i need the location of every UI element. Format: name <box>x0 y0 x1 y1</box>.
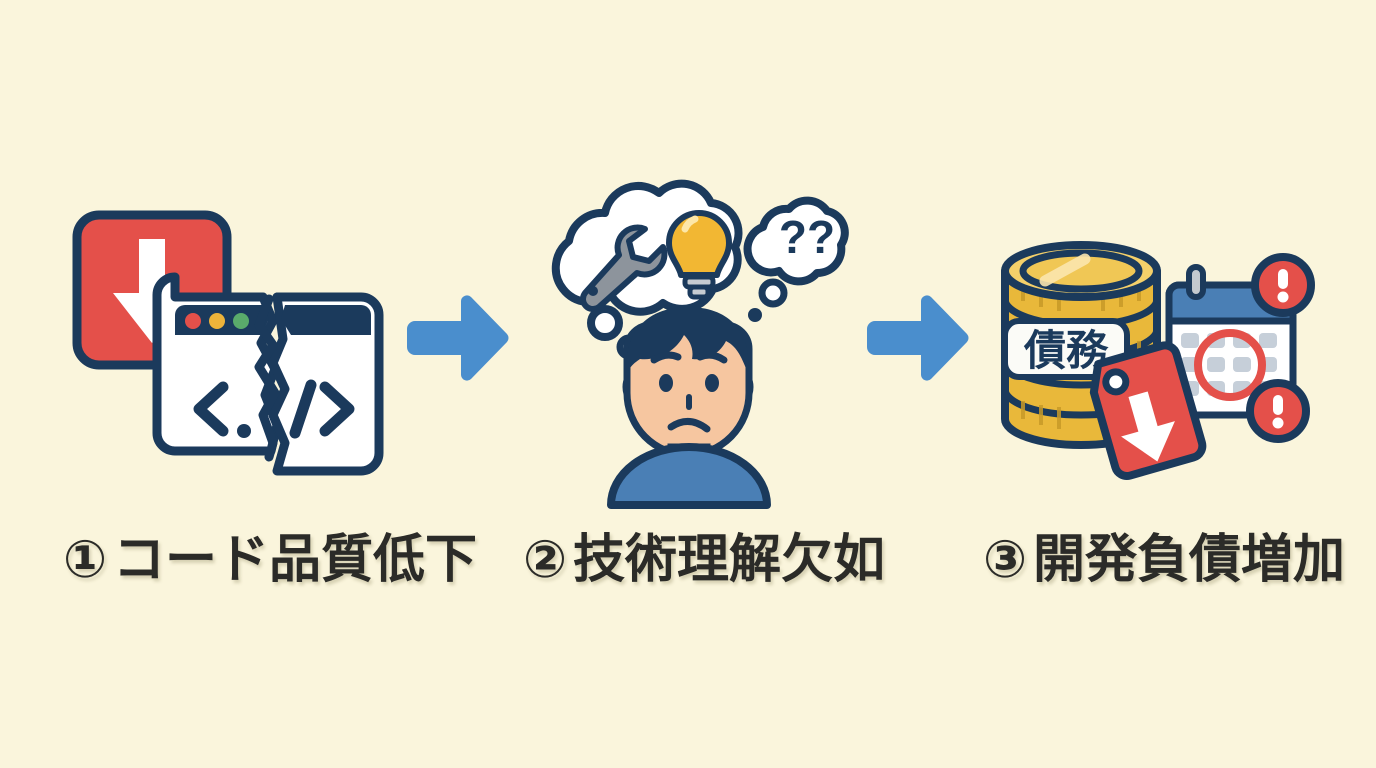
question-marks-text: ?? <box>779 211 835 263</box>
alert-badge-top-icon <box>1251 253 1315 317</box>
tech-understanding-icon-group: ?? <box>551 179 849 509</box>
flow-row: ?? <box>0 170 1376 510</box>
shirt-icon <box>607 443 771 509</box>
confused-person-icon <box>607 307 771 509</box>
tag-down-arrow-glyph <box>1121 391 1175 462</box>
traffic-light-green-icon <box>233 313 249 329</box>
traffic-light-red-icon <box>185 313 201 329</box>
connector-arrow-1 <box>393 175 523 505</box>
right-arrow-icon <box>867 295 969 381</box>
price-tag-icon <box>1089 341 1207 480</box>
calendar-ring-left-icon <box>1186 264 1206 300</box>
connector-arrow-2 <box>853 175 983 505</box>
wrench-icon <box>580 224 668 312</box>
code-bracket-left-glyph <box>193 381 229 437</box>
circled-date-icon <box>1194 329 1266 401</box>
tag-hole-icon <box>1102 368 1130 396</box>
crack-line-icon <box>254 294 280 462</box>
step-3-number: ③ <box>983 531 1028 589</box>
step-1-number: ① <box>63 531 108 589</box>
right-arrow-icon <box>407 295 509 381</box>
eye-right-icon <box>705 374 719 392</box>
broken-code-window-icon <box>152 272 384 476</box>
step-2-number: ② <box>523 531 568 589</box>
traffic-light-yellow-icon <box>209 313 225 329</box>
question-bubble-icon: ?? <box>743 196 849 322</box>
eye-left-icon <box>659 374 673 392</box>
frown-mouth-icon <box>667 418 711 433</box>
code-bracket-right-glyph <box>289 379 355 439</box>
step-2-text: 技術理解欠如 <box>573 531 886 589</box>
code-quality-icon-group <box>72 210 384 476</box>
step-3-text: 開発負債増加 <box>1033 531 1346 589</box>
lightbulb-icon <box>666 210 732 300</box>
step-1-text: コード品質低下 <box>113 531 478 589</box>
thought-tail-large-icon <box>587 305 623 341</box>
step-dev-debt-graphic: 債務 <box>983 175 1315 505</box>
step-code-quality-graphic <box>63 175 393 505</box>
dev-debt-icon-group: 債務 <box>1001 241 1315 480</box>
step-tech-understanding-graphic: ?? <box>523 175 853 509</box>
alert-badge-bottom-icon <box>1246 379 1310 443</box>
